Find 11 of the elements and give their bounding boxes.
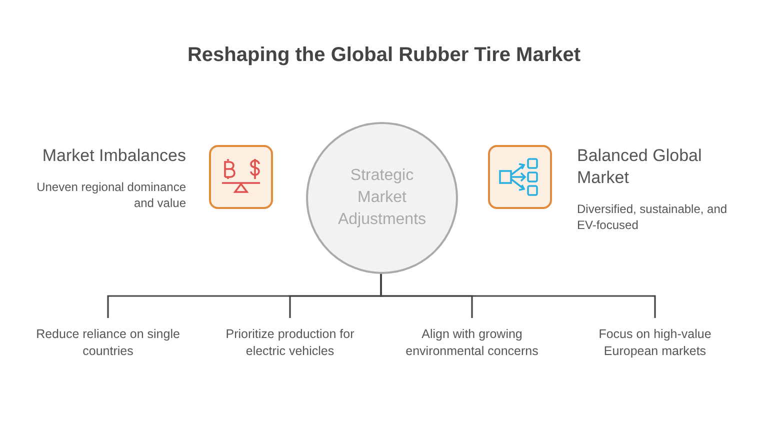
outcome-text: Focus on high-value European markets <box>570 326 740 360</box>
outcome-text: Prioritize production for electric vehicles <box>205 326 375 360</box>
node-heading: Market Imbalances <box>41 145 186 167</box>
node-description: Uneven regional dominance and value <box>36 179 186 211</box>
outcome-text: Reduce reliance on single countries <box>23 326 193 360</box>
outcome-text: Align with growing environmental concerns <box>387 326 557 360</box>
circle-node: Strategic Market Adjustments <box>306 122 458 274</box>
node-description: Diversified, sustainable, and EV-focused <box>577 201 728 233</box>
node-heading: Balanced Global Market <box>577 145 703 189</box>
diagram-title: Reshaping the Global Rubber Tire Market <box>186 44 582 67</box>
connector-line <box>380 272 656 318</box>
